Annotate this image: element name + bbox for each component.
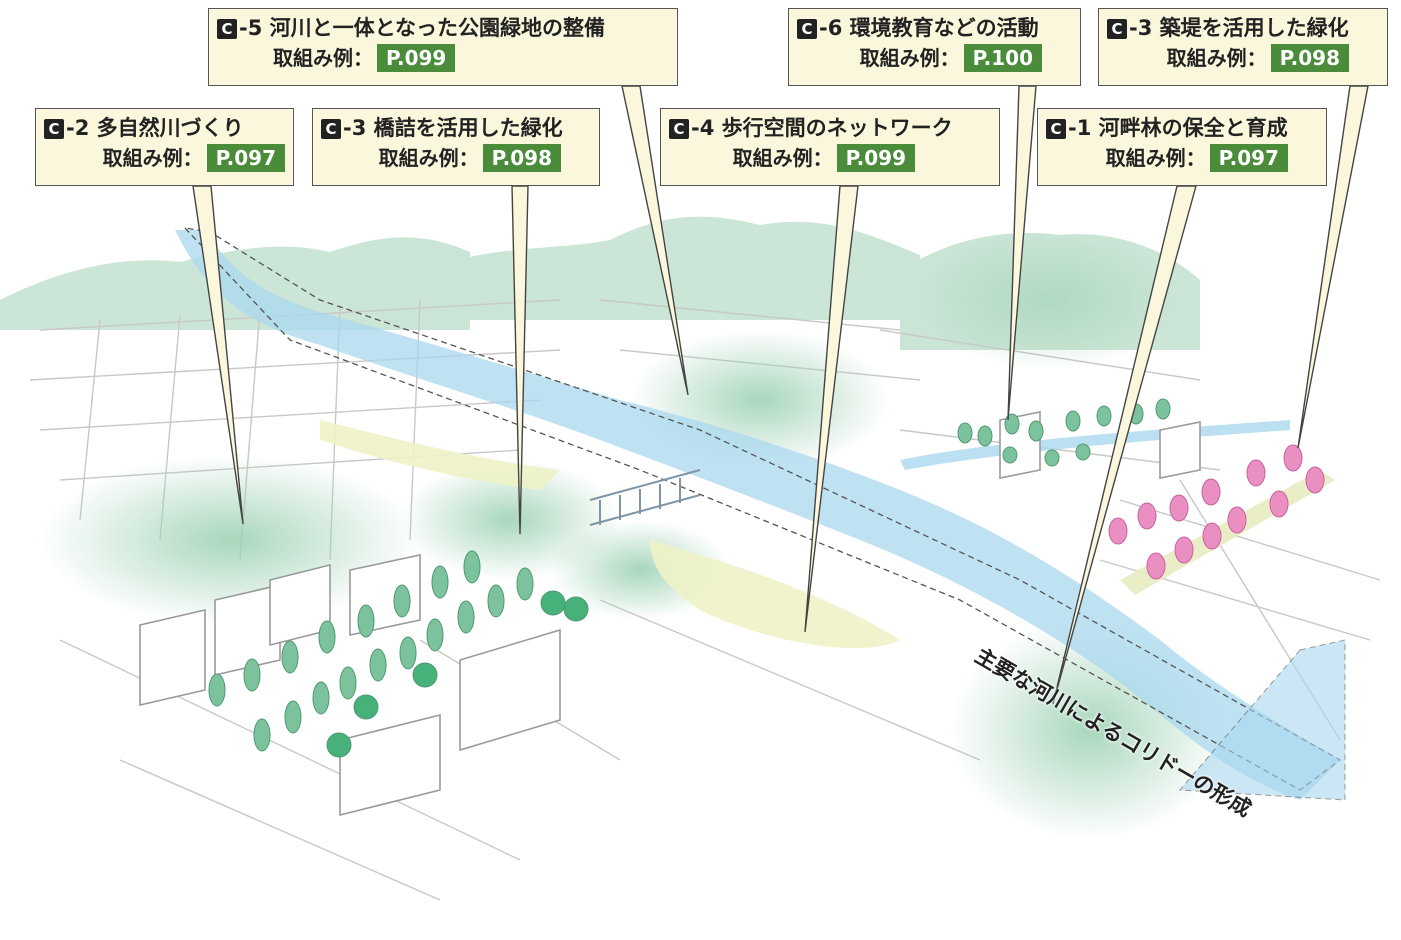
category-c-icon: C xyxy=(1046,119,1066,139)
callout-title: C-5 河川と一体となった公園緑地の整備 xyxy=(217,15,669,41)
callout-reference: 取組み例：P.097 xyxy=(1046,143,1318,173)
callout-reference: 取組み例：P.098 xyxy=(1107,43,1379,73)
page-badge: P.100 xyxy=(963,44,1042,72)
page-badge: P.098 xyxy=(482,144,561,172)
callout-title: C-3 築堤を活用した緑化 xyxy=(1107,15,1379,41)
callout-title: C-6 環境教育などの活動 xyxy=(797,15,1072,41)
category-c-icon: C xyxy=(321,119,341,139)
callout-riparian-forest: C-1 河畔林の保全と育成 取組み例：P.097 xyxy=(1037,108,1327,186)
leader-c1 xyxy=(1052,185,1197,705)
callout-title: C-4 歩行空間のネットワーク xyxy=(669,115,991,141)
category-c-icon: C xyxy=(44,119,64,139)
callout-reference: 取組み例：P.098 xyxy=(321,143,591,173)
callout-reference: 取組み例：P.100 xyxy=(797,43,1072,73)
category-c-icon: C xyxy=(1107,19,1127,39)
callout-nature-river: C-2 多自然川づくり 取組み例：P.097 xyxy=(35,108,294,186)
leader-c5 xyxy=(621,85,689,396)
riverbank xyxy=(320,420,900,649)
buildings xyxy=(139,411,1201,817)
leader-c4 xyxy=(804,185,859,633)
callout-reference: 取組み例：P.099 xyxy=(669,143,991,173)
embankment-pink-trees xyxy=(1108,444,1325,580)
callout-title: C-2 多自然川づくり xyxy=(44,115,285,141)
callout-title: C-3 橋詰を活用した緑化 xyxy=(321,115,591,141)
corridor-arrow-tail xyxy=(1178,639,1346,801)
leader-c3-bridgehead xyxy=(511,185,529,535)
leader-c6 xyxy=(1007,85,1037,421)
leader-c2 xyxy=(192,185,244,525)
street-trees xyxy=(208,398,1171,758)
callout-reference: 取組み例：P.097 xyxy=(44,143,285,173)
leader-lines xyxy=(192,85,1369,705)
page-badge: P.099 xyxy=(377,44,456,72)
callout-title: C-1 河畔林の保全と育成 xyxy=(1046,115,1318,141)
river xyxy=(175,230,1340,800)
page-badge: P.098 xyxy=(1270,44,1349,72)
page-badge: P.099 xyxy=(836,144,915,172)
category-c-icon: C xyxy=(797,19,817,39)
page-badge: P.097 xyxy=(1209,144,1288,172)
bridge xyxy=(589,469,701,526)
leader-c3-embankment xyxy=(1297,85,1369,449)
category-c-icon: C xyxy=(669,119,689,139)
callout-embankment-greening: C-3 築堤を活用した緑化 取組み例：P.098 xyxy=(1098,8,1388,86)
callout-environmental-education: C-6 環境教育などの活動 取組み例：P.100 xyxy=(788,8,1081,86)
tributary xyxy=(900,420,1290,470)
page-badge: P.097 xyxy=(206,144,285,172)
callout-walking-network: C-4 歩行空間のネットワーク 取組み例：P.099 xyxy=(660,108,1000,186)
callout-reference: 取組み例：P.099 xyxy=(217,43,669,73)
callout-bridgehead-greening: C-3 橋詰を活用した緑化 取組み例：P.098 xyxy=(312,108,600,186)
category-c-icon: C xyxy=(217,19,237,39)
callout-park-green-space: C-5 河川と一体となった公園緑地の整備 取組み例：P.099 xyxy=(208,8,678,86)
